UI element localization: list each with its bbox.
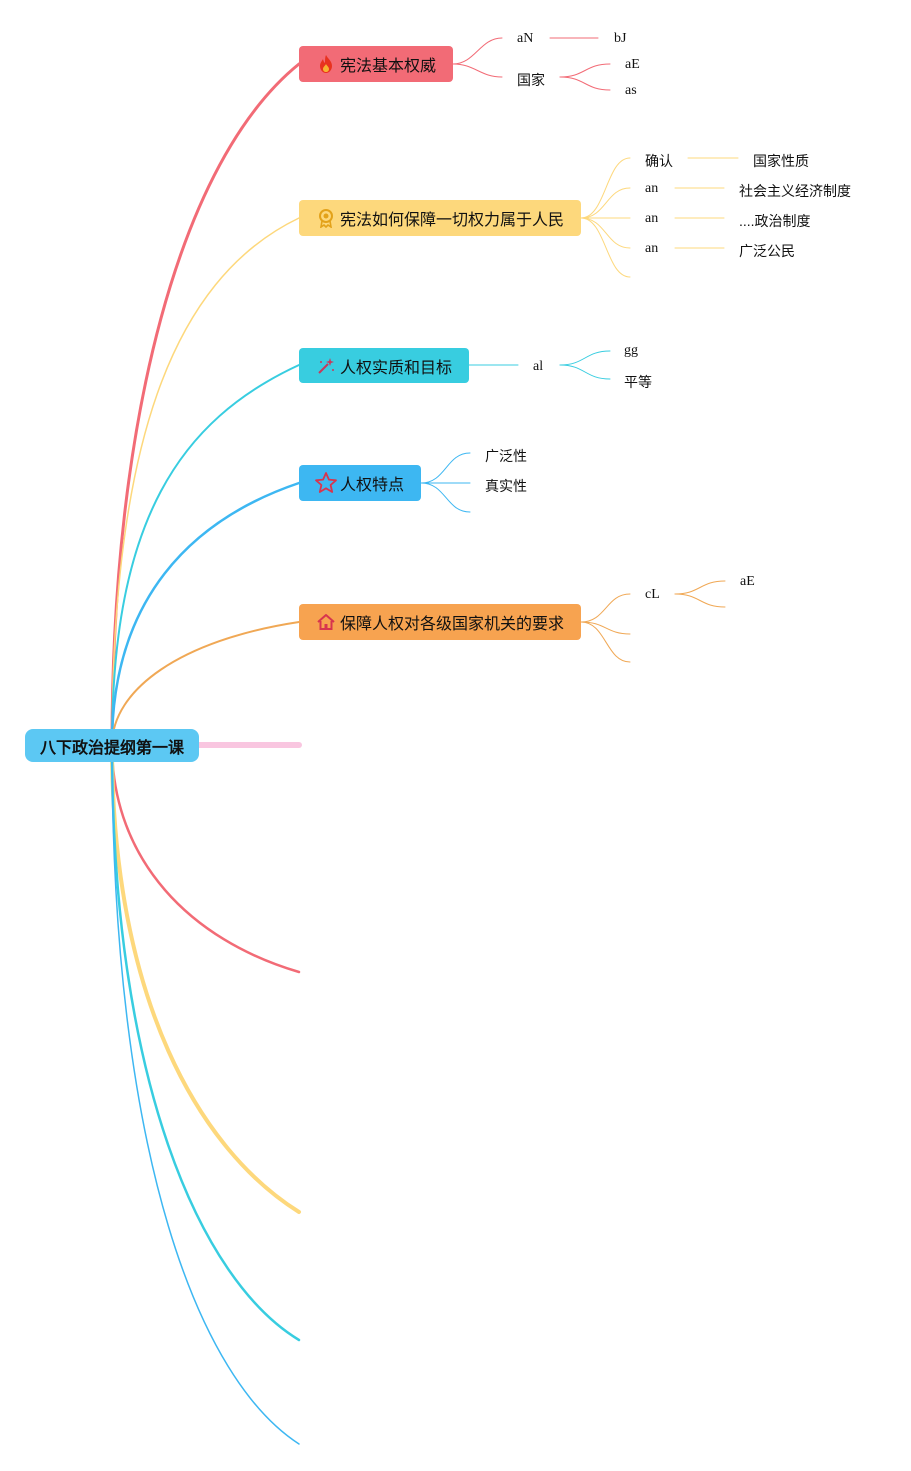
topic-label: 宪法基本权威	[340, 58, 437, 75]
edge-root-topic5	[111, 621, 300, 746]
root-topic[interactable]: 八下政治提纲第一课	[25, 729, 199, 762]
leaf-an[interactable]: an	[645, 181, 659, 196]
topic-label: 人权特点	[340, 477, 405, 494]
leaf-an[interactable]: an	[645, 241, 659, 256]
topic-power-to-people[interactable]: 宪法如何保障一切权力属于人民	[299, 200, 581, 236]
leaf-zhenshi[interactable]: 真实性	[485, 478, 527, 494]
leaf-guojia[interactable]: 国家	[517, 72, 545, 88]
topic-label: 人权实质和目标	[340, 359, 453, 377]
leaf-as[interactable]: as	[625, 83, 637, 98]
leaf-pingdeng[interactable]: 平等	[624, 374, 652, 390]
star-icon	[314, 471, 338, 495]
fire-icon	[316, 54, 336, 74]
topic-human-rights-essence[interactable]: 人权实质和目标	[299, 348, 469, 383]
magic-wand-icon	[316, 356, 336, 376]
topic-human-rights-features[interactable]: 人权特点	[299, 465, 421, 501]
leaf-guojia-xingzhi[interactable]: 国家性质	[753, 153, 809, 169]
edge-root-topic4	[110, 481, 301, 747]
leaf-gg[interactable]: gg	[624, 343, 638, 357]
edge-root-topic1	[110, 62, 301, 747]
topic-constitution-authority[interactable]: 宪法基本权威	[299, 46, 453, 82]
leaf-aN[interactable]: aN	[517, 31, 534, 46]
leaf-citizens[interactable]: 广泛公民	[739, 243, 795, 259]
edge-root-empty-red	[110, 743, 301, 974]
leaf-political-system[interactable]: ....政治制度	[739, 213, 811, 229]
leaf-queren[interactable]: 确认	[645, 153, 673, 169]
house-icon	[316, 612, 336, 632]
leaf-bJ[interactable]: bJ	[614, 31, 627, 46]
leaf-cL[interactable]: cL	[645, 587, 660, 602]
leaf-al[interactable]: al	[533, 359, 544, 374]
topic-state-organ-requirements[interactable]: 保障人权对各级国家机关的要求	[299, 604, 581, 640]
edge-root-topic3	[111, 364, 300, 746]
edge-root-empty-cyan	[110, 743, 301, 1342]
topic-label: 宪法如何保障一切权力属于人民	[340, 212, 565, 229]
leaf-economic-system[interactable]: 社会主义经济制度	[739, 183, 851, 199]
topic-label: 保障人权对各级国家机关的要求	[340, 616, 565, 633]
edge-root-empty-blue	[111, 744, 300, 1445]
root-topic-label: 八下政治提纲第一课	[39, 739, 184, 757]
leaf-aE[interactable]: aE	[625, 57, 640, 72]
leaf-guangfan[interactable]: 广泛性	[485, 448, 527, 464]
edge-root-topic2	[111, 217, 300, 746]
leaf-an[interactable]: an	[645, 211, 659, 226]
edge-root-empty-yellow	[110, 743, 301, 1214]
award-ribbon-icon	[316, 208, 336, 229]
leaf-aE[interactable]: aE	[740, 574, 755, 589]
